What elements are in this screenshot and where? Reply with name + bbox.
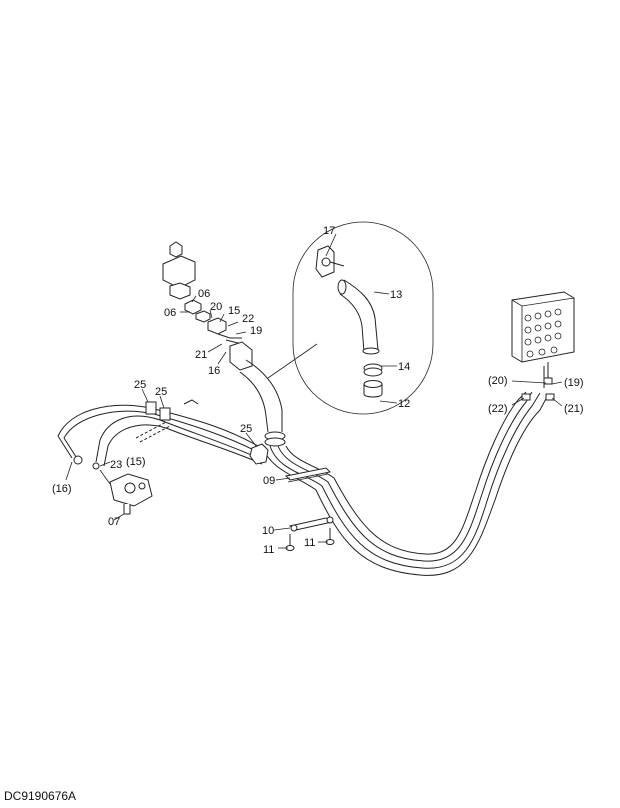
callout-11-left: 11	[263, 544, 274, 556]
callout-10: 10	[262, 525, 274, 537]
elbow-pipe-main	[229, 341, 286, 447]
callout-16-ref: (16)	[52, 483, 72, 495]
clamp-ring-14	[363, 363, 383, 377]
elbow-hose-13	[337, 279, 380, 355]
callout-25-left: 25	[134, 379, 146, 391]
bolt-11-left	[285, 534, 295, 551]
callout-15: 15	[228, 305, 240, 317]
callout-21-ref: (21)	[564, 403, 584, 415]
hose-bundle	[261, 391, 549, 576]
leader-lines	[65, 295, 563, 549]
callout-23: 23	[110, 459, 122, 471]
callout-labels: 17 13 14 12 06 06 20 15 22 19 21 16 25 2…	[52, 225, 584, 556]
left-hoses	[57, 399, 269, 470]
control-valve	[511, 291, 575, 401]
callout-11-right: 11	[304, 537, 315, 549]
callout-19-ref: (19)	[564, 377, 584, 389]
callout-07: 07	[108, 516, 120, 528]
callout-21: 21	[195, 349, 207, 361]
callout-12: 12	[398, 398, 410, 410]
callout-25-middle: 25	[155, 386, 167, 398]
callout-06-upper: 06	[198, 288, 210, 300]
callout-16: 16	[208, 365, 220, 377]
callout-17: 17	[323, 225, 335, 237]
callout-19: 19	[250, 325, 262, 337]
callout-14: 14	[398, 361, 410, 373]
callout-20-ref: (20)	[488, 375, 508, 387]
callout-06-lower: 06	[164, 307, 176, 319]
callout-25-right: 25	[240, 423, 252, 435]
drawing-code: DC9190676A	[4, 789, 76, 803]
callout-13: 13	[390, 289, 402, 301]
detail-oval	[267, 221, 434, 415]
callout-22-ref: (22)	[488, 403, 508, 415]
callout-20: 20	[210, 301, 222, 313]
bolt-11-right	[325, 528, 335, 545]
callout-15-ref: (15)	[126, 456, 146, 468]
clamp-bracket-17	[315, 245, 345, 278]
callout-22: 22	[242, 313, 254, 325]
shuttle-valve-07	[99, 469, 153, 515]
callout-09: 09	[263, 475, 275, 487]
clamp-plate-09	[284, 467, 332, 483]
boot-12	[363, 380, 383, 398]
bracket-10	[288, 516, 334, 532]
